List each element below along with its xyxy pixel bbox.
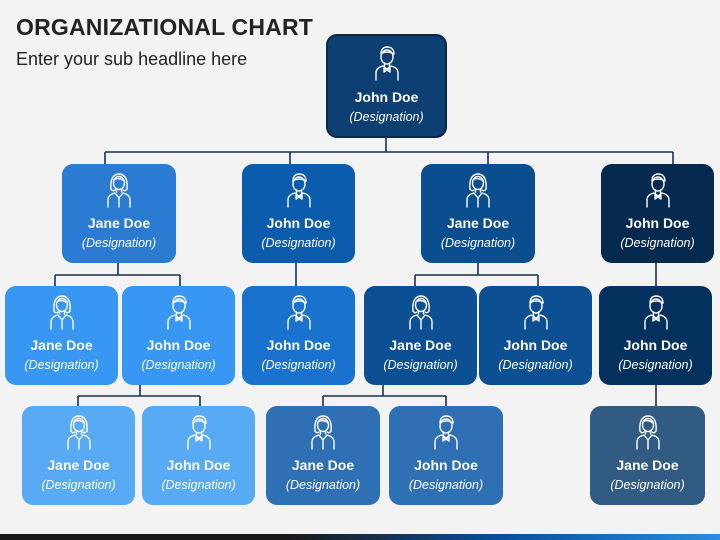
org-node-l4-4: John Doe (Designation) [389, 406, 503, 505]
node-designation: (Designation) [383, 358, 458, 372]
node-designation: (Designation) [81, 236, 157, 250]
male-user-icon [433, 414, 459, 455]
female-user-icon [465, 172, 491, 213]
node-designation: (Designation) [440, 236, 516, 250]
node-name: John Doe [166, 457, 231, 473]
org-node-l3-4: Jane Doe (Designation) [364, 286, 477, 385]
female-user-icon [310, 414, 336, 455]
org-node-l4-1: Jane Doe (Designation) [22, 406, 135, 505]
node-name: John Doe [625, 215, 690, 231]
female-user-icon [49, 294, 75, 335]
node-name: John Doe [354, 89, 419, 105]
page-subtitle: Enter your sub headline here [16, 49, 248, 69]
male-user-icon [645, 172, 671, 213]
female-user-icon [408, 294, 434, 335]
node-designation: (Designation) [620, 236, 695, 250]
org-node-l2-3: Jane Doe (Designation) [421, 164, 535, 263]
page-title: ORGANIZATIONAL CHART [16, 14, 314, 40]
node-designation: (Designation) [498, 358, 573, 372]
male-user-icon [186, 414, 212, 455]
node-name: John Doe [266, 337, 331, 353]
node-designation: (Designation) [285, 478, 361, 492]
male-user-icon [374, 45, 400, 86]
node-designation: (Designation) [24, 358, 99, 372]
male-user-icon [286, 172, 312, 213]
node-designation: (Designation) [349, 110, 424, 124]
node-name: Jane Doe [87, 215, 151, 231]
node-name: Jane Doe [30, 337, 93, 353]
female-user-icon [106, 172, 132, 213]
org-node-l3-1: Jane Doe (Designation) [5, 286, 118, 385]
node-designation: (Designation) [41, 478, 116, 492]
org-node-l4-2: John Doe (Designation) [142, 406, 255, 505]
node-name: Jane Doe [446, 215, 510, 231]
node-designation: (Designation) [261, 236, 336, 250]
node-designation: (Designation) [618, 358, 693, 372]
node-designation: (Designation) [261, 358, 336, 372]
org-node-l2-1: Jane Doe (Designation) [62, 164, 176, 263]
node-name: John Doe [266, 215, 331, 231]
male-user-icon [286, 294, 312, 335]
node-name: John Doe [146, 337, 211, 353]
org-node-l3-3: John Doe (Designation) [242, 286, 355, 385]
org-node-l2-4: John Doe (Designation) [601, 164, 714, 263]
org-node-ceo: John Doe (Designation) [326, 34, 447, 138]
org-node-l3-2: John Doe (Designation) [122, 286, 235, 385]
footer-accent-bar [0, 534, 720, 540]
node-designation: (Designation) [141, 358, 216, 372]
node-name: John Doe [414, 457, 478, 473]
node-name: John Doe [623, 337, 688, 353]
node-name: Jane Doe [616, 457, 679, 473]
node-name: Jane Doe [47, 457, 110, 473]
org-node-l3-6: John Doe (Designation) [599, 286, 712, 385]
node-name: John Doe [503, 337, 568, 353]
org-node-l2-2: John Doe (Designation) [242, 164, 355, 263]
male-user-icon [643, 294, 669, 335]
male-user-icon [523, 294, 549, 335]
node-designation: (Designation) [408, 478, 484, 492]
node-designation: (Designation) [161, 478, 236, 492]
org-node-l3-5: John Doe (Designation) [479, 286, 592, 385]
female-user-icon [635, 414, 661, 455]
node-name: Jane Doe [291, 457, 355, 473]
node-designation: (Designation) [610, 478, 685, 492]
org-node-l4-3: Jane Doe (Designation) [266, 406, 380, 505]
male-user-icon [166, 294, 192, 335]
org-node-l4-5: Jane Doe (Designation) [590, 406, 705, 505]
female-user-icon [66, 414, 92, 455]
node-name: Jane Doe [389, 337, 452, 353]
